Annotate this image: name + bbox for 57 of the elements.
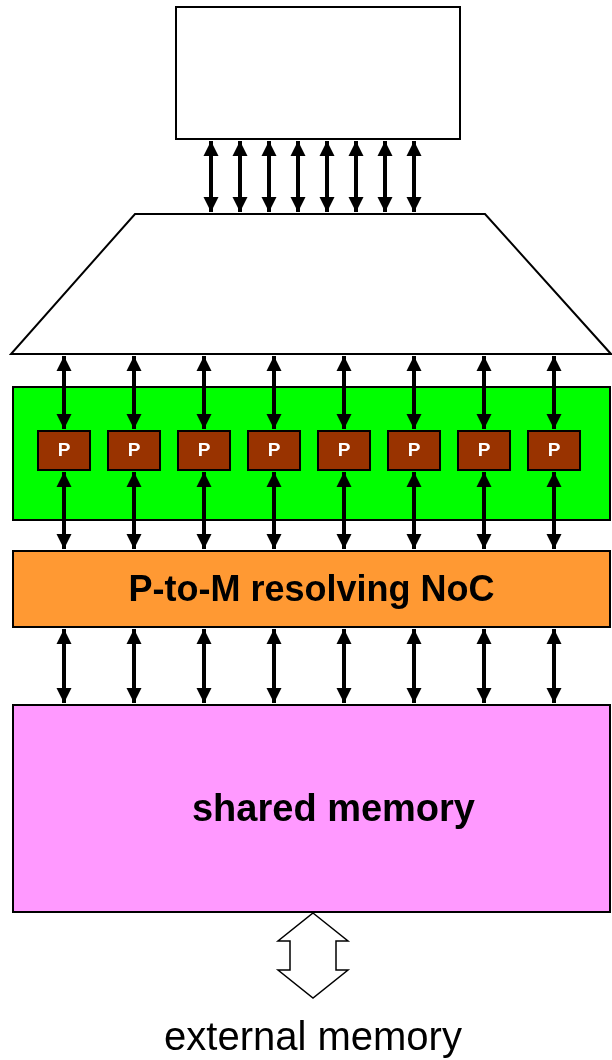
double-arrow bbox=[336, 472, 352, 549]
box-label: P bbox=[127, 440, 141, 461]
processor-box bbox=[457, 430, 511, 471]
double-arrow bbox=[406, 629, 422, 703]
double-arrow bbox=[232, 141, 248, 212]
double-arrow bbox=[406, 356, 422, 429]
double-arrow bbox=[266, 472, 282, 549]
box-label: P bbox=[547, 440, 561, 461]
processor-box bbox=[317, 430, 371, 471]
double-arrow bbox=[290, 141, 306, 212]
double-arrow bbox=[406, 472, 422, 549]
double-arrow bbox=[546, 356, 562, 429]
double-arrow bbox=[546, 472, 562, 549]
double-arrow bbox=[56, 629, 72, 703]
processor-box bbox=[107, 430, 161, 471]
external-memory-label: external memory bbox=[164, 1014, 462, 1058]
box-label: P-to-M resolving NoC bbox=[128, 569, 495, 609]
empty-box bbox=[175, 6, 461, 140]
double-arrow bbox=[476, 472, 492, 549]
trapezoid-shape bbox=[10, 213, 612, 355]
box-label: P bbox=[267, 440, 281, 461]
processor-band bbox=[12, 386, 611, 521]
double-arrow bbox=[196, 356, 212, 429]
double-arrow bbox=[196, 472, 212, 549]
double-block-arrow bbox=[275, 912, 351, 999]
double-arrow bbox=[476, 356, 492, 429]
double-arrow bbox=[319, 141, 335, 212]
box-label: P bbox=[407, 440, 421, 461]
processor-box bbox=[247, 430, 301, 471]
double-arrow bbox=[203, 141, 219, 212]
double-arrow bbox=[266, 356, 282, 429]
box-label: P bbox=[337, 440, 351, 461]
double-arrow bbox=[476, 629, 492, 703]
double-arrow bbox=[266, 629, 282, 703]
box-label: P bbox=[197, 440, 211, 461]
double-arrow bbox=[196, 629, 212, 703]
double-arrow bbox=[126, 629, 142, 703]
double-arrow bbox=[126, 472, 142, 549]
processor-box bbox=[177, 430, 231, 471]
double-arrow bbox=[348, 141, 364, 212]
memory-box bbox=[12, 704, 611, 913]
box-label: P bbox=[57, 440, 71, 461]
double-arrow bbox=[56, 356, 72, 429]
double-arrow bbox=[126, 356, 142, 429]
double-arrow bbox=[336, 356, 352, 429]
box-label: P bbox=[477, 440, 491, 461]
double-arrow bbox=[406, 141, 422, 212]
double-arrow bbox=[336, 629, 352, 703]
double-arrow bbox=[546, 629, 562, 703]
processor-box bbox=[387, 430, 441, 471]
double-arrow bbox=[56, 472, 72, 549]
noc-box bbox=[12, 550, 611, 628]
processor-box bbox=[527, 430, 581, 471]
double-arrow bbox=[377, 141, 393, 212]
box-label: shared memory bbox=[192, 787, 475, 830]
double-arrow bbox=[261, 141, 277, 212]
processor-box bbox=[37, 430, 91, 471]
